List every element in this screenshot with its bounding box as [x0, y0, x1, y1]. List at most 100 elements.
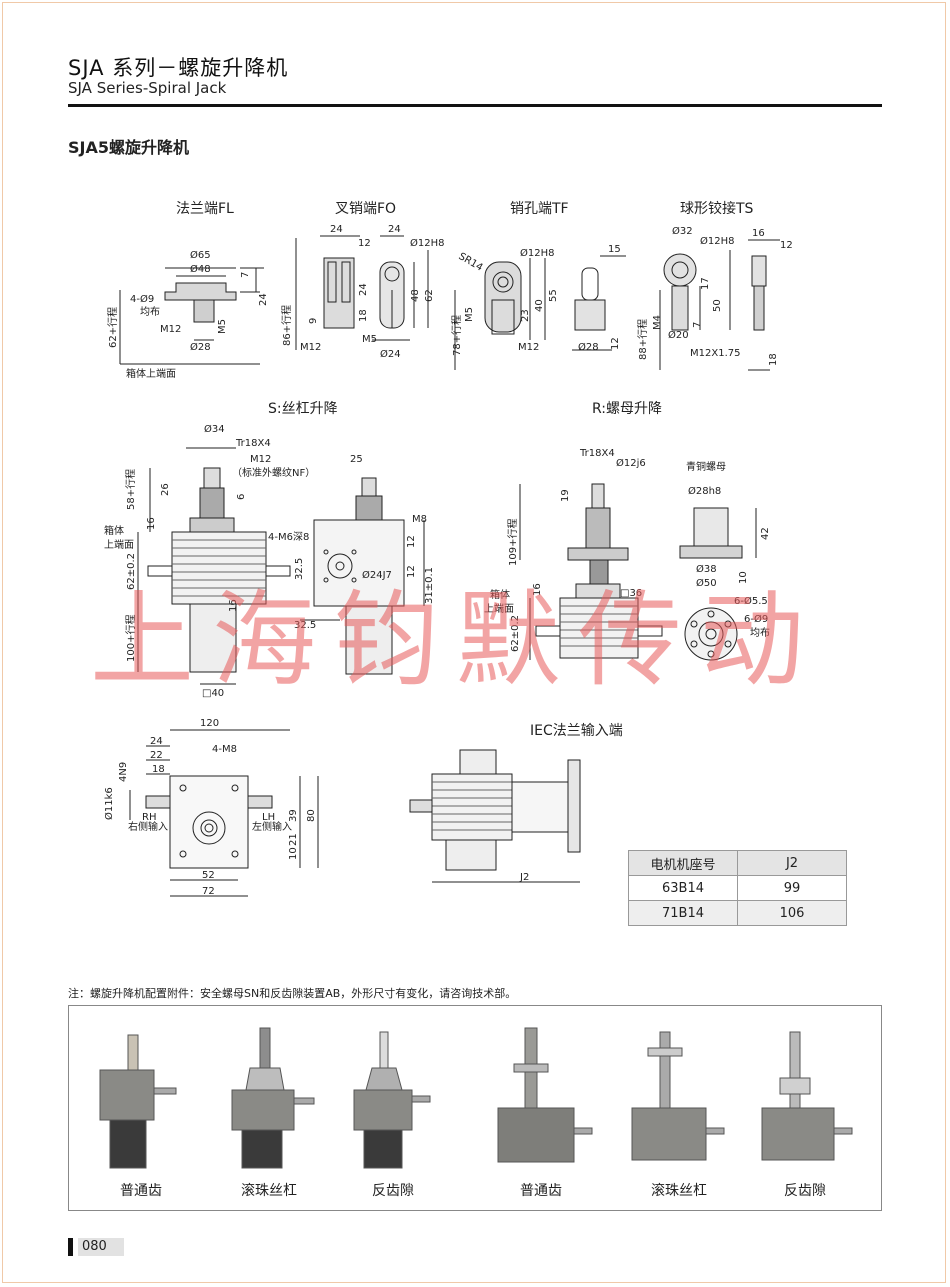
- r-dim-d9: 6-Ø9: [744, 613, 768, 625]
- footnote: 注：螺旋升降机配置附件：安全螺母SN和反齿隙装置AB，外形尺寸有变化，请咨询技术…: [68, 987, 517, 1000]
- r-dim-19: 19: [560, 489, 571, 502]
- tf-dim-40: 40: [534, 299, 545, 312]
- r-dim-box: 箱体: [490, 588, 510, 601]
- iec-label: IEC法兰输入端: [530, 723, 623, 739]
- motor-cell: 106: [737, 900, 847, 926]
- fl-dim-7: 7: [240, 272, 251, 278]
- ts-drawing: [659, 239, 780, 371]
- ts-dim-7: 7: [692, 322, 703, 328]
- s-dim-32b: 32.5: [294, 620, 316, 631]
- s-dim-top: 上端面: [104, 538, 134, 551]
- iec-drawing: [409, 749, 581, 883]
- motor-table: 电机机座号 J2 63B14 99 71B14 106: [628, 850, 847, 926]
- fl-dim-d48: Ø48: [190, 263, 211, 275]
- ts-dim-d32: Ø32: [672, 225, 693, 237]
- page-number: 080: [78, 1238, 124, 1256]
- product-caption-6: 反齿隙: [784, 1183, 826, 1199]
- fl-dim-m5: M5: [217, 319, 228, 334]
- product-caption-5: 滚珠丝杠: [651, 1183, 707, 1199]
- motor-cell: 63B14: [628, 875, 738, 901]
- motor-table-header: 电机机座号 J2: [628, 850, 847, 876]
- r-view-label: R:螺母升降: [592, 401, 663, 417]
- end-type-tf-label: 销孔端TF: [510, 201, 569, 217]
- b-dim-39: 39: [288, 809, 299, 822]
- s-dim-16a: 16: [146, 517, 157, 530]
- b-dim-52: 52: [202, 870, 215, 881]
- r-dim-d55: 6-Ø5.5: [734, 595, 768, 607]
- b-dim-72: 72: [202, 886, 215, 897]
- r-dim-d12j6: Ø12j6: [616, 457, 646, 469]
- r-dim-stroke109: 109+行程: [506, 519, 519, 566]
- motor-cell: 99: [737, 875, 847, 901]
- fo-dim-24c: 24: [358, 283, 369, 296]
- b-dim-lh: LH: [262, 812, 275, 823]
- r-dim-d28h8: Ø28h8: [688, 485, 721, 497]
- b-dim-10: 10: [288, 847, 299, 860]
- product-image-6: [761, 1031, 853, 1161]
- tf-dim-d12h8: Ø12H8: [520, 247, 554, 259]
- ts-dim-d12h8: Ø12H8: [700, 235, 734, 247]
- table-row: 63B14 99: [628, 875, 847, 901]
- s-dim-12a: 12: [406, 535, 417, 548]
- fl-dim-d28: Ø28: [190, 341, 211, 353]
- s-view-drawing: [137, 447, 425, 685]
- r-dim-42: 42: [760, 527, 771, 540]
- r-dim-tr: Tr18X4: [579, 448, 615, 459]
- product-caption-3: 反齿隙: [372, 1183, 414, 1199]
- s-dim-32a: 32.5: [294, 558, 305, 580]
- b-dim-21: 21: [288, 833, 299, 846]
- product-photo-panel: [68, 1005, 882, 1211]
- motor-table-col2: J2: [737, 850, 847, 876]
- fl-drawing: [119, 267, 264, 365]
- fo-dimension-labels: 24 12 24 Ø12H8 9 24 18 48 62 86+行程 M12 M…: [280, 224, 444, 360]
- r-dim-36: □36: [620, 588, 642, 599]
- fo-dim-24b: 24: [388, 224, 401, 235]
- r-dim-62: 62±0.2: [510, 615, 521, 652]
- tf-dim-d28: Ø28: [578, 341, 599, 353]
- ts-dim-50: 50: [712, 299, 723, 312]
- r-dim-d50: Ø50: [696, 577, 717, 589]
- ts-dimension-labels: Ø32 Ø12H8 16 12 17 50 7 M4 88+行程 Ø20 M12…: [636, 225, 793, 366]
- section-title: SJA5螺旋升降机: [68, 138, 189, 157]
- motor-cell: 71B14: [628, 900, 738, 926]
- fo-dim-12: 12: [358, 238, 371, 249]
- fl-dim-m12: M12: [160, 324, 181, 335]
- fo-drawing: [295, 235, 429, 350]
- product-image-2: [231, 1027, 315, 1169]
- tf-dim-sr14: SR14: [457, 251, 485, 274]
- b-dim-18: 18: [152, 764, 165, 775]
- fo-dim-24a: 24: [330, 224, 343, 235]
- fo-dim-d24: Ø24: [380, 348, 401, 360]
- s-view-label: S:丝杠升降: [268, 401, 338, 417]
- ts-dim-17: 17: [700, 277, 711, 290]
- fl-dim-top: 箱体上端面: [126, 367, 176, 380]
- tf-dim-m12: M12: [518, 342, 539, 353]
- ts-dim-d20: Ø20: [668, 329, 689, 341]
- s-dim-m12: M12: [250, 454, 271, 465]
- bottom-plan-drawing: [129, 729, 319, 897]
- header-rule: [68, 104, 882, 107]
- r-dim-16: 16: [532, 583, 543, 596]
- product-caption-4: 普通齿: [520, 1183, 562, 1199]
- b-dim-rh: RH: [142, 812, 156, 823]
- r-dim-d38: Ø38: [696, 563, 717, 575]
- page-title: SJA 系列－螺旋升降机: [68, 56, 289, 80]
- tf-dim-m5: M5: [464, 307, 475, 322]
- s-dim-31: 31±0.1: [424, 567, 435, 604]
- ts-dim-stroke: 88+行程: [636, 319, 649, 360]
- tf-dim-15: 15: [608, 244, 621, 255]
- fl-dim-24: 24: [258, 293, 269, 306]
- ts-dim-12: 12: [780, 240, 793, 251]
- r-view-dimension-labels: Tr18X4 Ø12j6 青铜螺母 Ø28h8 19 109+行程 42 □36…: [484, 448, 771, 652]
- page-number-bar: [68, 1238, 73, 1256]
- product-image-3: [353, 1031, 431, 1169]
- s-dim-stroke58: 58+行程: [124, 469, 137, 510]
- s-dim-26: 26: [160, 483, 171, 496]
- s-dim-sq40: □40: [202, 688, 224, 699]
- watermark: 上海钧默传动: [90, 579, 823, 701]
- iec-dimension-labels: J2: [519, 872, 529, 883]
- tf-dim-23: 23: [520, 309, 531, 322]
- tf-dim-stroke: 78+行程: [450, 315, 463, 356]
- s-view-dimension-labels: Ø34 Tr18X4 M12 （标准外螺纹NF） 26 6 58+行程 16 箱…: [104, 423, 435, 699]
